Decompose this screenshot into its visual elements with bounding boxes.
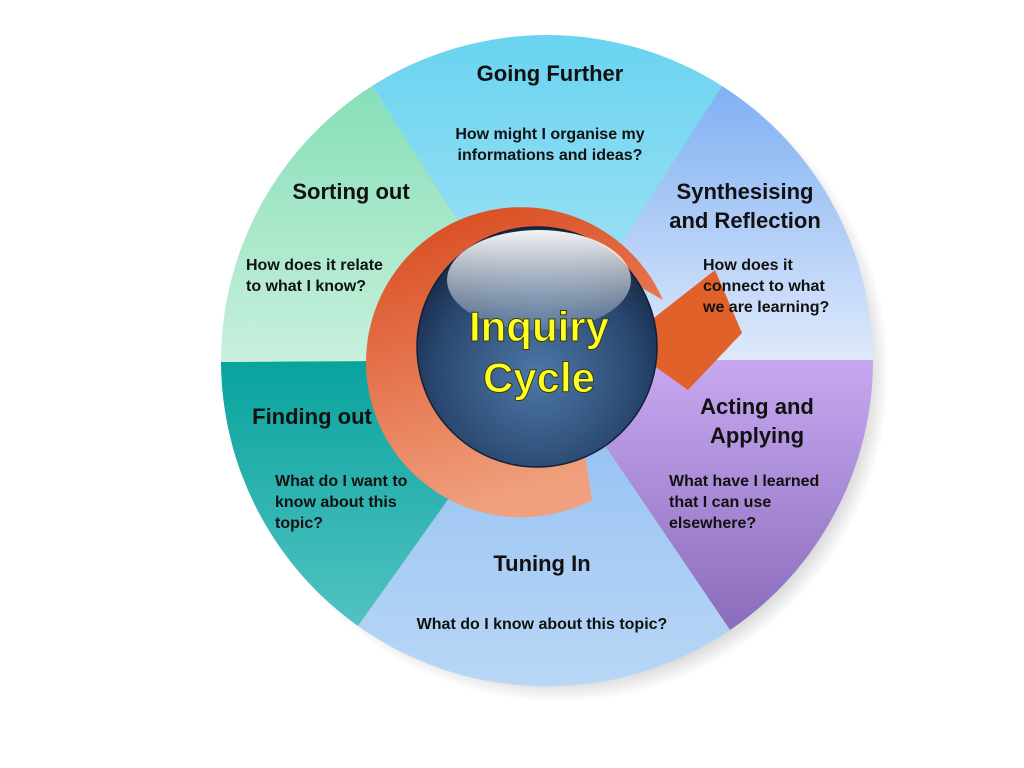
tuning-in-question: What do I know about this topic?	[417, 616, 668, 633]
center-ball-highlight	[447, 230, 631, 330]
finding-out-question-line3: topic?	[275, 515, 323, 532]
acting-title-line2: Applying	[710, 423, 804, 448]
acting-title-line1: Acting and	[700, 394, 814, 419]
sorting-out-question-line1: How does it relate	[246, 257, 383, 274]
going-further-question-line1: How might I organise my	[455, 126, 644, 143]
segment-acting	[547, 360, 874, 630]
finding-out-question-line1: What do I want to	[275, 473, 408, 490]
segment-tuning-in	[358, 360, 730, 687]
synthesising-title-line2: and Reflection	[669, 208, 821, 233]
synthesising-question-line1: How does it	[703, 257, 793, 274]
sorting-out-title: Sorting out	[292, 179, 410, 204]
finding-out-question-line2: know about this	[275, 494, 397, 511]
synthesising-question-line2: connect to what	[703, 278, 825, 295]
synthesising-question-line3: we are learning?	[702, 299, 829, 316]
synthesising-title-line1: Synthesising	[677, 179, 814, 204]
center-title-line2: Cycle	[483, 354, 595, 401]
center-title-line1: Inquiry	[469, 303, 610, 350]
finding-out-title: Finding out	[252, 404, 372, 429]
segment-going-further	[372, 35, 722, 361]
going-further-question-line2: informations and ideas?	[458, 147, 643, 164]
tuning-in-title: Tuning In	[493, 551, 590, 576]
acting-question-line3: elsewhere?	[669, 515, 756, 532]
acting-question-line1: What have I learned	[669, 473, 819, 490]
sorting-out-question-line2: to what I know?	[246, 278, 366, 295]
going-further-title: Going Further	[477, 61, 624, 86]
acting-question-line2: that I can use	[669, 494, 771, 511]
